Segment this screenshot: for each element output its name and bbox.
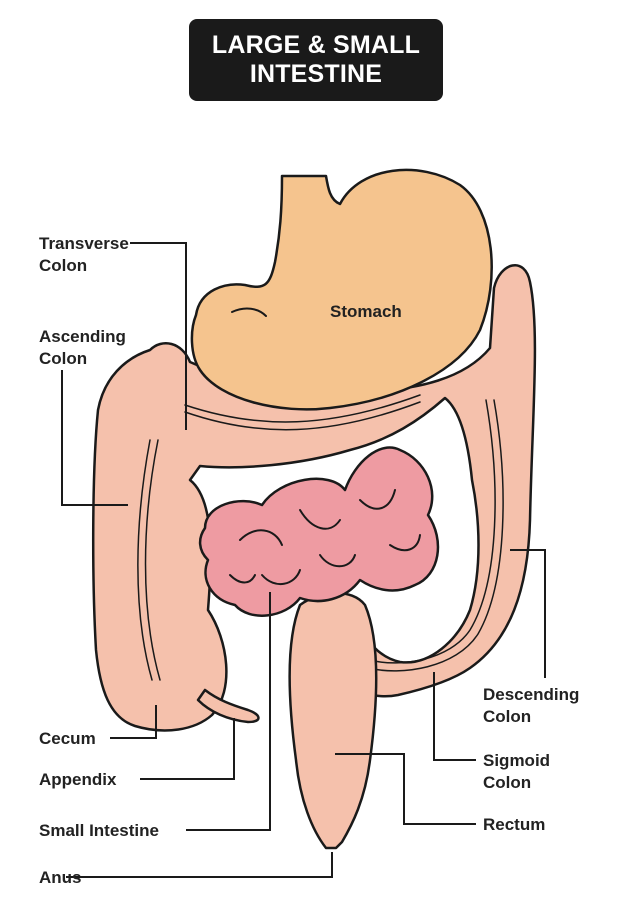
rectum-label: Rectum: [483, 815, 545, 834]
descending-colon-label-2: Colon: [483, 707, 531, 726]
transverse-colon-label-2: Colon: [39, 256, 87, 275]
anus-label: Anus: [39, 868, 82, 887]
stomach: [190, 168, 493, 411]
leader-lines: [61, 242, 546, 878]
small-intestine: [198, 446, 440, 617]
ascending-colon-label-1: Ascending: [39, 327, 126, 346]
cecum-label: Cecum: [39, 729, 96, 748]
large-intestine: [91, 264, 537, 732]
rectum: [288, 591, 378, 850]
ascending-colon-label-2: Colon: [39, 349, 87, 368]
appendix: [196, 688, 260, 724]
transverse-colon-label-1: Transverse: [39, 234, 129, 253]
title-line-1: LARGE & SMALL: [211, 31, 421, 59]
sigmoid-colon-label-2: Colon: [483, 773, 531, 792]
title-line-2: INTESTINE: [249, 60, 383, 88]
small-intestine-label: Small Intestine: [39, 821, 159, 840]
descending-colon-label-1: Descending: [483, 685, 579, 704]
stomach-label: Stomach: [330, 302, 402, 321]
title-box: LARGE & SMALL INTESTINE: [189, 19, 443, 101]
appendix-label: Appendix: [39, 770, 117, 789]
sigmoid-colon-label-1: Sigmoid: [483, 751, 550, 770]
